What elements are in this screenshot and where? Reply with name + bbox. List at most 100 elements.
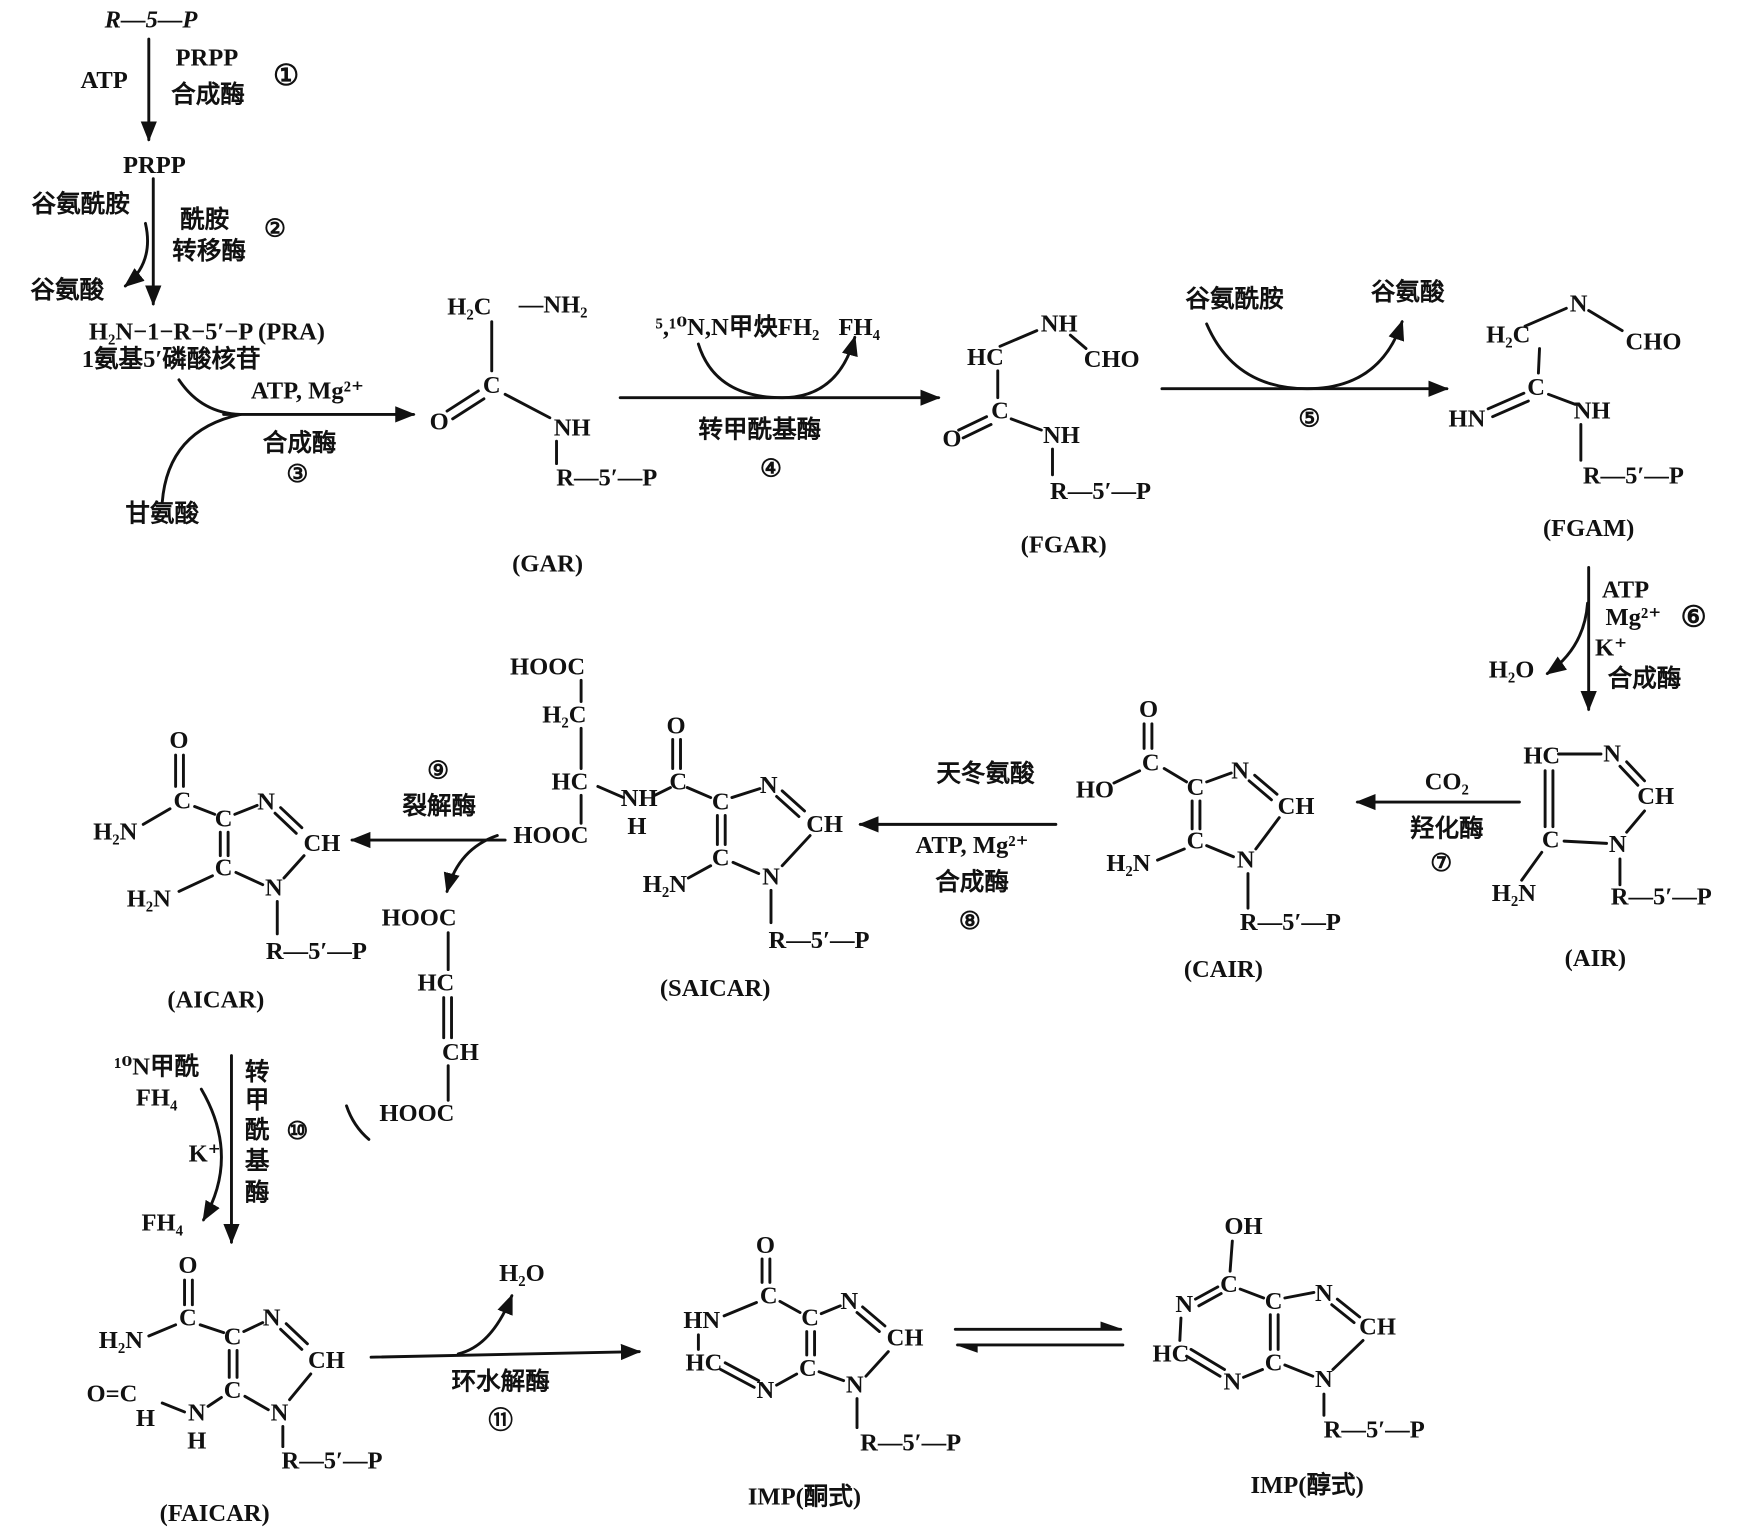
bond xyxy=(243,1394,270,1412)
bond xyxy=(1009,417,1043,432)
atom: CHO xyxy=(1625,328,1681,355)
atom: HN xyxy=(1448,405,1485,432)
atom: R—5′—P xyxy=(1240,909,1341,936)
bond xyxy=(1536,347,1541,375)
glutamine-label: 谷氨酰胺 xyxy=(1185,284,1284,313)
cofactor-label: FH₄ xyxy=(136,1085,178,1112)
atom: N xyxy=(846,1372,864,1399)
bond xyxy=(141,807,172,826)
bond xyxy=(780,834,812,868)
enzyme-label: 转移酶 xyxy=(172,236,246,265)
step-number: ⑥ xyxy=(1681,602,1707,634)
enzyme-label: 羟化酶 xyxy=(1410,813,1484,842)
bond xyxy=(1625,760,1646,783)
atom: N xyxy=(760,772,778,799)
imp-keto-structure: O C HN C N CH HC N C N R—5′—P IMP(酮式) xyxy=(683,1232,961,1510)
fgar-structure: HC NH CHO C O NH R—5′—P (FGAR) xyxy=(942,310,1151,558)
atom: CH xyxy=(1637,783,1674,810)
atom: CH xyxy=(442,1039,479,1066)
step-9: ⑨ 裂解酶 xyxy=(350,757,507,894)
atom: C xyxy=(1265,1349,1283,1376)
fumarate-structure: HOOC HC CH HOOC xyxy=(345,905,479,1141)
atom: H₂N xyxy=(1492,880,1536,907)
bond xyxy=(284,1322,309,1346)
atom: HC xyxy=(967,344,1004,371)
enzyme-char: 酶 xyxy=(245,1179,270,1207)
curve xyxy=(456,1293,514,1356)
atom: C xyxy=(224,1377,242,1404)
bond xyxy=(160,1401,187,1414)
enzyme-label: 合成酶 xyxy=(263,428,337,457)
atom: O xyxy=(178,1252,197,1279)
bond xyxy=(722,1301,758,1318)
bond xyxy=(1197,1292,1223,1308)
compound-label: IMP(酮式) xyxy=(748,1482,861,1510)
bond xyxy=(719,1368,756,1389)
bond xyxy=(957,415,989,432)
enzyme-label: 酰胺 xyxy=(180,206,230,234)
bond xyxy=(1253,773,1279,796)
compound-label: (GAR) xyxy=(512,551,583,578)
step-number: ⑩ xyxy=(286,1118,308,1145)
atom: R—5′—P xyxy=(1611,883,1712,910)
bond xyxy=(1068,333,1088,350)
prpp-label: PRPP xyxy=(123,152,186,179)
atom: NH xyxy=(1043,422,1080,449)
bond xyxy=(279,1327,304,1351)
atom: C xyxy=(1265,1288,1283,1315)
atom: CH xyxy=(308,1347,345,1374)
bond xyxy=(1156,847,1186,862)
bond xyxy=(1523,306,1568,328)
bond xyxy=(653,786,672,797)
step-number: ⑨ xyxy=(427,757,449,784)
bond xyxy=(775,1372,799,1387)
atom: CH xyxy=(304,830,341,857)
bond xyxy=(685,786,713,800)
atom: NH xyxy=(1574,398,1611,425)
atom: N xyxy=(1315,1366,1333,1393)
atom: C xyxy=(801,1305,819,1332)
step-1: R—5—P ATP PRPP 合成酶 ① PRPP xyxy=(80,7,299,179)
step-number: ⑤ xyxy=(1298,405,1320,432)
atom: C xyxy=(173,787,191,814)
atom: CH xyxy=(1359,1314,1396,1341)
bond xyxy=(1491,399,1530,419)
atom: N xyxy=(188,1400,206,1427)
atom: N xyxy=(762,863,780,890)
atom: C xyxy=(1542,827,1560,854)
bond xyxy=(1520,850,1544,882)
atom: C xyxy=(179,1305,197,1332)
atom: H xyxy=(627,813,646,840)
bond xyxy=(1618,764,1640,787)
cofactor-label: ATP, Mg²⁺ xyxy=(251,377,364,404)
bond xyxy=(1562,839,1608,845)
fgam-structure: H₂C N CHO C HN NH R—5′—P (FGAM) xyxy=(1448,290,1683,542)
bond xyxy=(778,1299,802,1314)
bond xyxy=(855,1311,881,1333)
equilibrium-arrows xyxy=(953,1321,1125,1353)
enzyme-label: 环水解酶 xyxy=(452,1367,550,1395)
atom: C xyxy=(991,398,1009,425)
atom: HOOC xyxy=(382,905,457,932)
glutamate-label: 谷氨酸 xyxy=(30,275,104,304)
glycine-label: 甘氨酸 xyxy=(125,498,199,527)
step-3: ATP, Mg²⁺ 合成酶 ③ 甘氨酸 xyxy=(125,377,416,527)
bond xyxy=(242,1321,265,1333)
bond xyxy=(775,795,801,819)
compound-label: (FGAR) xyxy=(1021,532,1107,559)
bond xyxy=(1238,1287,1266,1300)
atom: C xyxy=(1187,774,1205,801)
atom: C xyxy=(669,768,687,795)
compound-label: (AIR) xyxy=(1565,945,1626,972)
atom: N xyxy=(1609,831,1627,858)
bond xyxy=(961,423,993,440)
atom: O xyxy=(430,409,449,436)
curve xyxy=(1205,319,1405,391)
bond xyxy=(1112,769,1142,785)
bond xyxy=(723,1361,761,1383)
bond xyxy=(780,789,806,813)
step-number: ② xyxy=(264,215,286,242)
bond xyxy=(234,870,265,887)
